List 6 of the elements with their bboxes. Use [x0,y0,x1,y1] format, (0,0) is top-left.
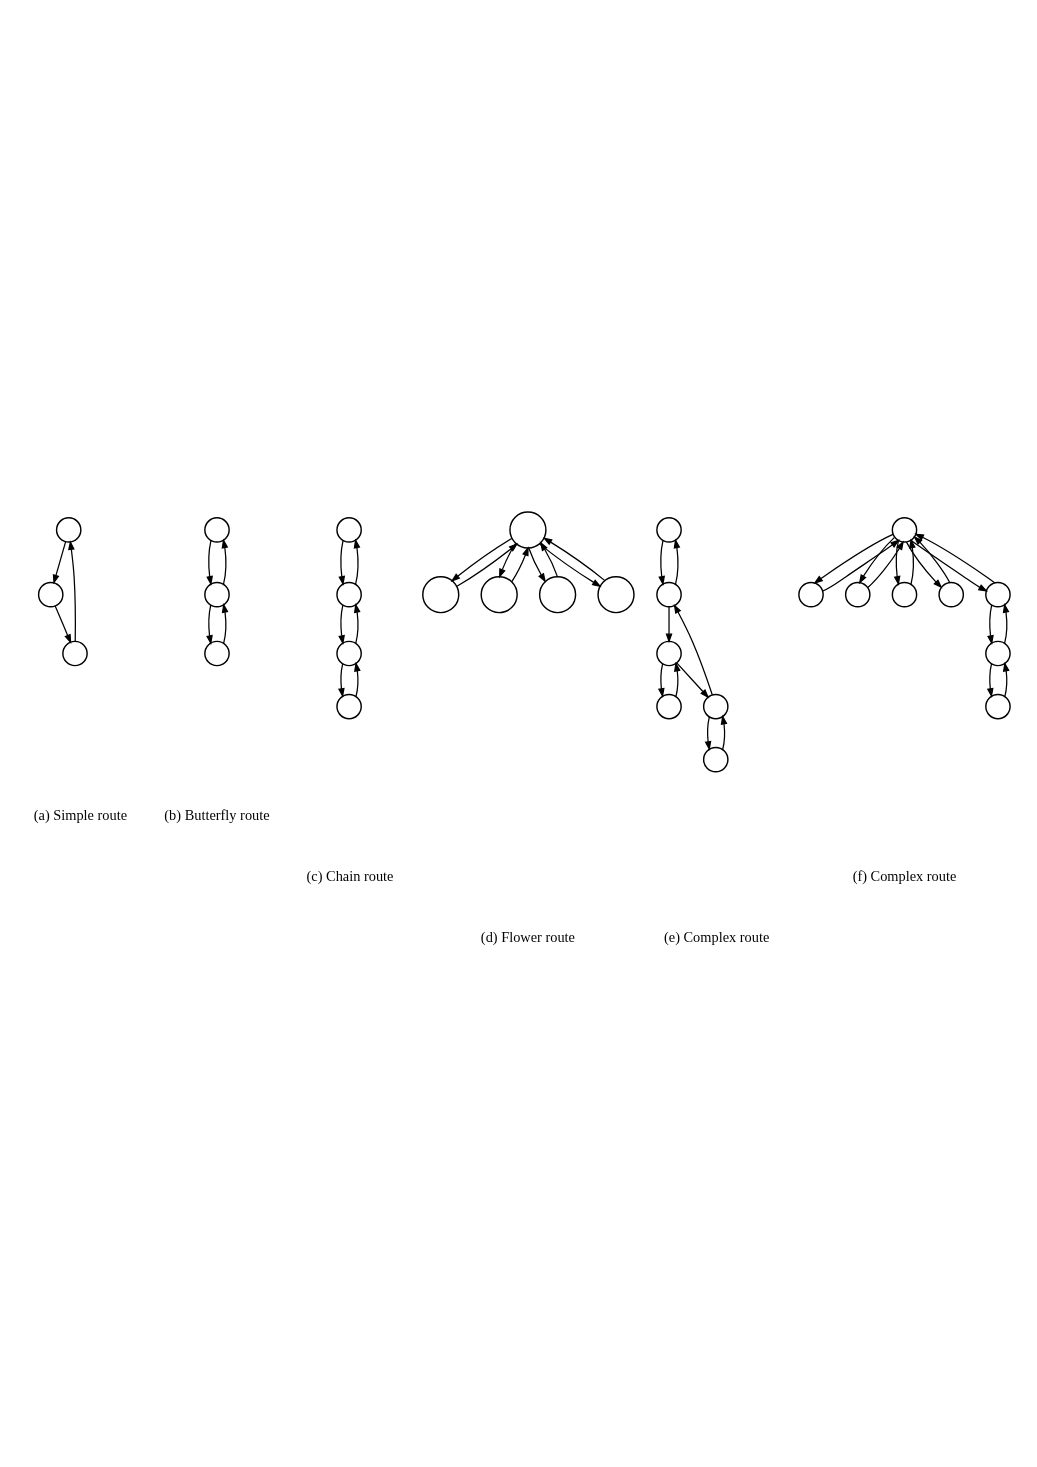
label: (e) Complex route [664,929,770,946]
label: (a) Simple route [33,807,128,824]
label: (b) Butterfly route [164,807,270,824]
label: (f) Complex route [852,868,957,885]
label: (d) Flower route [480,929,575,946]
label: (c) Chain route [306,868,394,885]
